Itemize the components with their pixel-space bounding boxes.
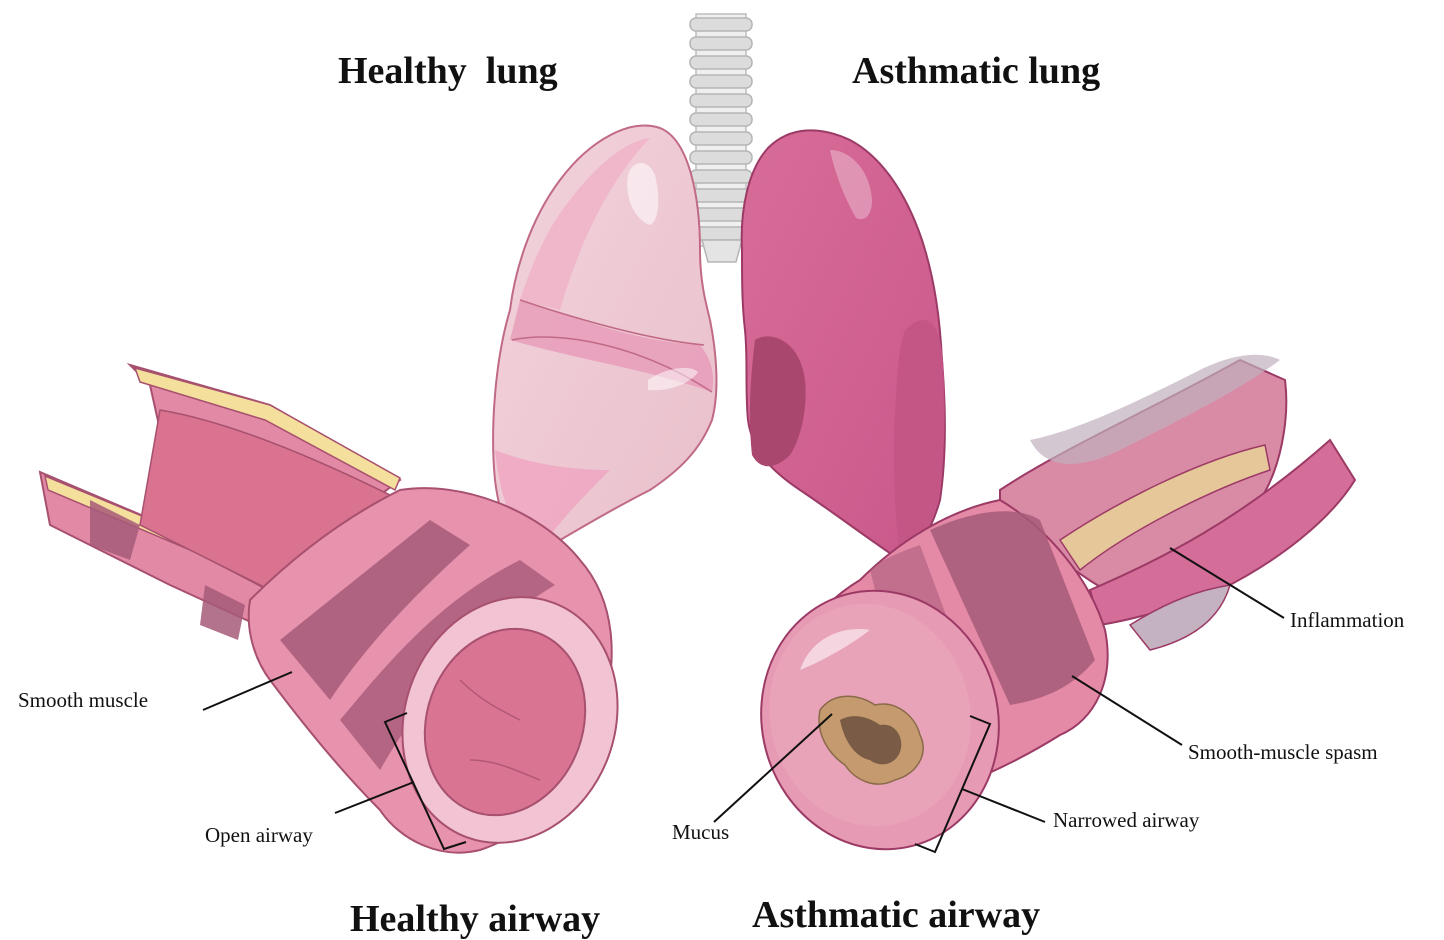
trachea-ring: [690, 189, 752, 202]
trachea-ring: [690, 170, 752, 183]
asthmatic-lung-title: Asthmatic lung: [852, 52, 1100, 90]
open-airway-label: Open airway: [205, 825, 313, 846]
trachea-ring: [690, 151, 752, 164]
asthmatic-airway-title: Asthmatic airway: [752, 896, 1040, 934]
healthy-airway-title: Healthy airway: [350, 900, 600, 938]
smooth-muscle-label: Smooth muscle: [18, 690, 148, 711]
smooth-muscle-spasm-label: Smooth-muscle spasm: [1188, 742, 1378, 763]
narrowed-airway-label: Narrowed airway: [1053, 810, 1199, 831]
healthy-lung-illustration: [493, 126, 716, 555]
asthmatic-lung-illustration: [742, 130, 945, 560]
trachea-ring: [690, 94, 752, 107]
pointer-line-narrowed-airway: [962, 789, 1045, 822]
trachea-ring: [690, 113, 752, 126]
inflammation-label: Inflammation: [1290, 610, 1404, 631]
trachea-ring: [690, 18, 752, 31]
trachea-ring: [690, 75, 752, 88]
trachea-ring: [690, 37, 752, 50]
mucus-label: Mucus: [672, 822, 729, 843]
trachea-ring: [690, 56, 752, 69]
trachea-ring: [690, 132, 752, 145]
healthy-lung-title: Healthy lung: [338, 52, 558, 90]
